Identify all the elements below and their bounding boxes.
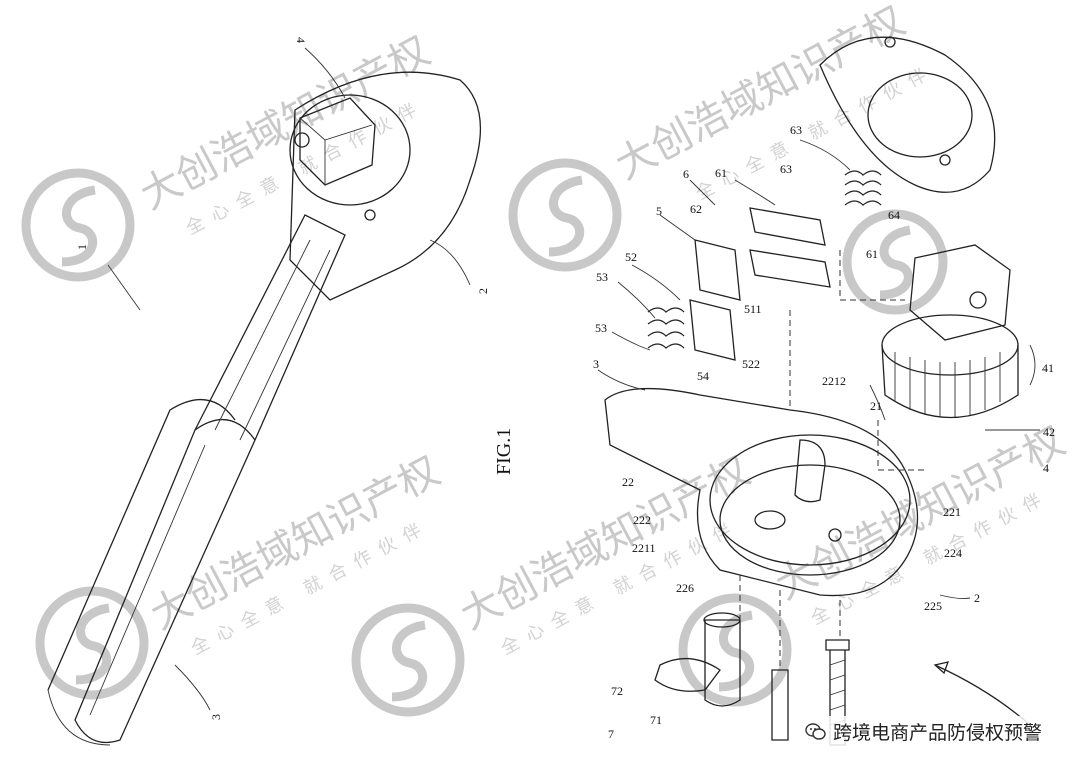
label-53: 53 — [596, 270, 608, 284]
label-5: 5 — [656, 204, 662, 218]
label-522: 522 — [742, 357, 760, 371]
label-61: 61 — [866, 247, 878, 261]
watermark-layer: 大创浩域知识产权 全心全意 就合作伙伴 大创浩域知识产权 全心全意 就合作伙伴 … — [21, 0, 1072, 717]
label-63: 63 — [790, 123, 802, 137]
label-3: 3 — [593, 357, 599, 371]
spring-63 — [844, 170, 882, 206]
spring-53 — [647, 307, 685, 349]
label-226: 226 — [676, 581, 694, 595]
label-21: 21 — [870, 399, 882, 413]
footer-account-badge: 跨境电商产品防侵权预警 — [798, 716, 1048, 747]
leader-lines-left — [107, 47, 471, 711]
label-2211: 2211 — [632, 541, 656, 555]
ratchet-dial — [289, 94, 411, 206]
wrench-neck — [194, 214, 346, 441]
watermark-logo-icon — [842, 209, 948, 315]
wrench-head — [289, 71, 481, 301]
label-511: 511 — [744, 302, 762, 316]
leader-lines-right — [597, 139, 1040, 600]
label-222: 222 — [633, 513, 651, 527]
watermark-logo-icon — [21, 168, 135, 282]
label-42: 42 — [1043, 425, 1055, 439]
pawl-62 — [749, 249, 831, 288]
label-2212: 2212 — [822, 374, 846, 388]
pawl-61 — [749, 207, 826, 246]
cover-plate — [819, 36, 996, 193]
watermark-logo-icon — [35, 586, 149, 700]
pawl-51 — [694, 239, 741, 301]
label-221: 221 — [943, 505, 961, 519]
footer-text: 跨境电商产品防侵权预警 — [832, 722, 1042, 744]
wechat-icon — [805, 722, 826, 740]
label-1: 1 — [75, 244, 89, 250]
label-2: 2 — [974, 591, 980, 605]
label-6: 6 — [683, 167, 689, 181]
label-3: 3 — [209, 714, 223, 720]
label-53: 53 — [595, 321, 607, 335]
pawl-52 — [689, 299, 736, 361]
watermark-logo-icon — [508, 158, 622, 272]
label-4: 4 — [294, 37, 308, 43]
assembled-wrench — [47, 71, 481, 746]
label-22: 22 — [622, 475, 634, 489]
label-72: 72 — [611, 684, 623, 698]
knurled-ring-42 — [881, 344, 1019, 419]
label-71: 71 — [650, 713, 662, 727]
label-2: 2 — [476, 288, 490, 294]
label-224: 224 — [944, 546, 962, 560]
slot-2212 — [794, 439, 826, 503]
label-7: 7 — [608, 727, 614, 741]
label-52: 52 — [625, 250, 637, 264]
square-drive — [299, 97, 376, 186]
figure-caption: FIG.1 — [493, 428, 515, 475]
label-41: 41 — [1042, 361, 1054, 375]
screw — [771, 669, 789, 741]
exploded-view — [604, 36, 1031, 746]
square-drive-4 — [909, 244, 1011, 341]
label-4: 4 — [1043, 461, 1049, 475]
label-54: 54 — [697, 369, 709, 383]
label-64: 64 — [888, 208, 900, 222]
pin-71 — [704, 619, 741, 707]
housing-2 — [604, 387, 919, 597]
watermark-logo-icon — [678, 593, 792, 707]
label-225: 225 — [924, 599, 942, 613]
watermark-logo-icon — [351, 603, 465, 717]
label-62: 62 — [690, 202, 702, 216]
label-61: 61 — [715, 166, 727, 180]
plate-72 — [654, 657, 721, 692]
label-63: 63 — [780, 162, 792, 176]
